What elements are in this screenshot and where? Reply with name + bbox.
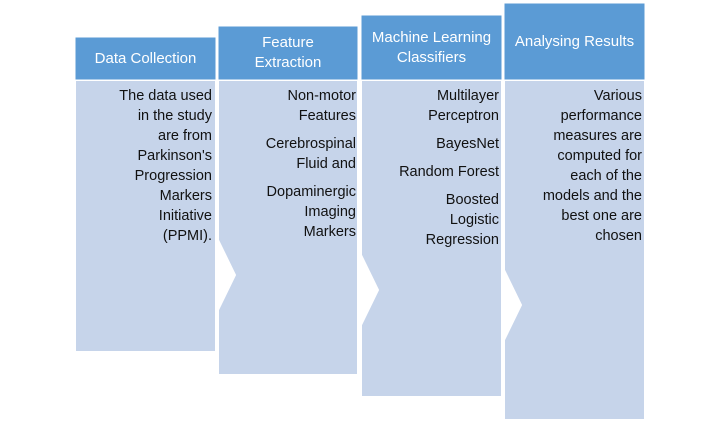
text-line: Initiative — [158, 208, 212, 224]
step-1-header: Data Collection — [75, 37, 216, 80]
text-line: Progression — [134, 168, 212, 184]
step-1-description: The data used in the study are from Park… — [80, 86, 212, 254]
text-line: Features — [298, 108, 356, 124]
step-2-item-imaging: Dopaminergic Imaging Markers — [228, 182, 356, 242]
step-4-body-shape — [503, 79, 646, 421]
step-3-item-mlp: Multilayer Perceptron — [370, 86, 499, 126]
text-line: each of the — [570, 168, 642, 184]
step-3-header-line: Machine Learning — [371, 28, 492, 46]
step-3-body-shape — [360, 79, 503, 398]
step-1-header-line: Data Collection — [94, 49, 197, 67]
step-4-header-shape — [503, 2, 646, 81]
text-line: Logistic — [449, 212, 499, 228]
step-3-item-random-forest: Random Forest — [370, 162, 499, 182]
text-line: in the study — [137, 108, 212, 124]
text-line: Random Forest — [399, 164, 499, 180]
step-3-header-line: Classifiers — [396, 48, 467, 66]
text-line: best one are — [561, 208, 642, 224]
step-1-paragraph: The data used in the study are from Park… — [80, 86, 212, 246]
text-line: Non-motor — [287, 88, 357, 104]
step-2-header-line: Feature — [262, 34, 314, 51]
step-2-item-nonmotor: Non-motor Features — [228, 86, 357, 126]
step-2-header-line: Extraction — [254, 54, 322, 71]
step-3-description: Multilayer Perceptron BayesNet Random Fo… — [370, 86, 499, 258]
text-line: performance — [560, 108, 642, 124]
text-line: Dopaminergic — [266, 184, 356, 200]
step-4-paragraph: Various performance measures are compute… — [512, 86, 642, 246]
text-line: computed for — [557, 148, 642, 164]
step-4-header-line: Analysing Results — [514, 32, 635, 50]
text-line: Imaging — [304, 204, 356, 220]
text-line: Perceptron — [428, 108, 499, 124]
step-3-header: Machine Learning Classifiers — [361, 15, 502, 80]
text-line: Cerebrospinal — [265, 136, 356, 152]
text-line: Fluid and — [296, 156, 356, 172]
text-line: chosen — [595, 228, 642, 244]
text-line: The data used — [119, 88, 212, 104]
text-line: Multilayer — [436, 88, 499, 104]
step-2-item-csf: Cerebrospinal Fluid and — [228, 134, 356, 174]
text-line: Regression — [425, 232, 499, 248]
step-4-description: Various performance measures are compute… — [512, 86, 642, 254]
text-line: Parkinson's — [137, 148, 213, 164]
text-line: Various — [593, 88, 642, 104]
text-line: Markers — [159, 188, 212, 204]
text-line: measures are — [553, 128, 642, 144]
text-line: Boosted — [445, 192, 499, 208]
step-2-header-shape — [217, 25, 359, 81]
text-line: Markers — [303, 224, 356, 240]
text-line: BayesNet — [436, 136, 499, 152]
step-3-header-shape — [360, 14, 503, 81]
step-1-header-shape — [74, 36, 217, 81]
step-4-header: Analysing Results — [504, 3, 645, 80]
text-line: are from — [158, 128, 212, 144]
step-2-header: Feature Extraction — [218, 26, 358, 80]
text-line: models and the — [542, 188, 642, 204]
step-2-body-shape — [217, 79, 359, 376]
text-line: (PPMI). — [162, 228, 212, 244]
step-2-description: Non-motor Features Cerebrospinal Fluid a… — [228, 86, 356, 250]
step-3-item-boosted-logistic: Boosted Logistic Regression — [370, 190, 499, 250]
step-3-item-bayesnet: BayesNet — [370, 134, 499, 154]
